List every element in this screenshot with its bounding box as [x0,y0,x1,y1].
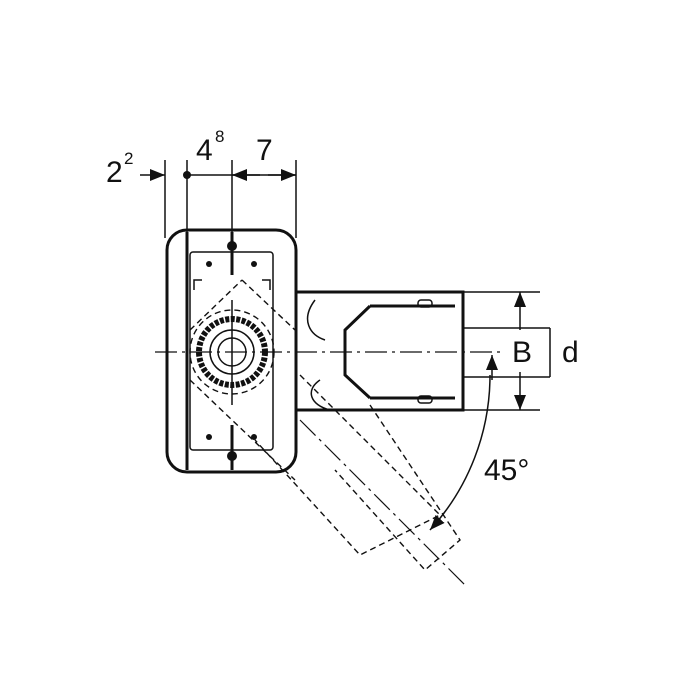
angle-label: 45° [484,454,529,487]
dim-label-box-half-sup: 8 [215,127,224,146]
angled-pipe-45 [254,374,466,586]
top-dimension: 2 2 4 8 7 [106,127,297,238]
horizontal-pipe: B d [294,290,579,412]
dimension-dot [183,171,191,179]
dim-label-left-sup: 2 [124,149,133,168]
pipe-outer-label: B [512,336,532,369]
dim-label-box-right: 7 [256,134,273,167]
installation-box [165,228,298,481]
dim-label-box-half: 4 [196,134,213,167]
dim-label-left: 2 [106,156,123,189]
pipe-inner-label: d [562,336,579,369]
angle-dimension: 45° [429,355,529,531]
